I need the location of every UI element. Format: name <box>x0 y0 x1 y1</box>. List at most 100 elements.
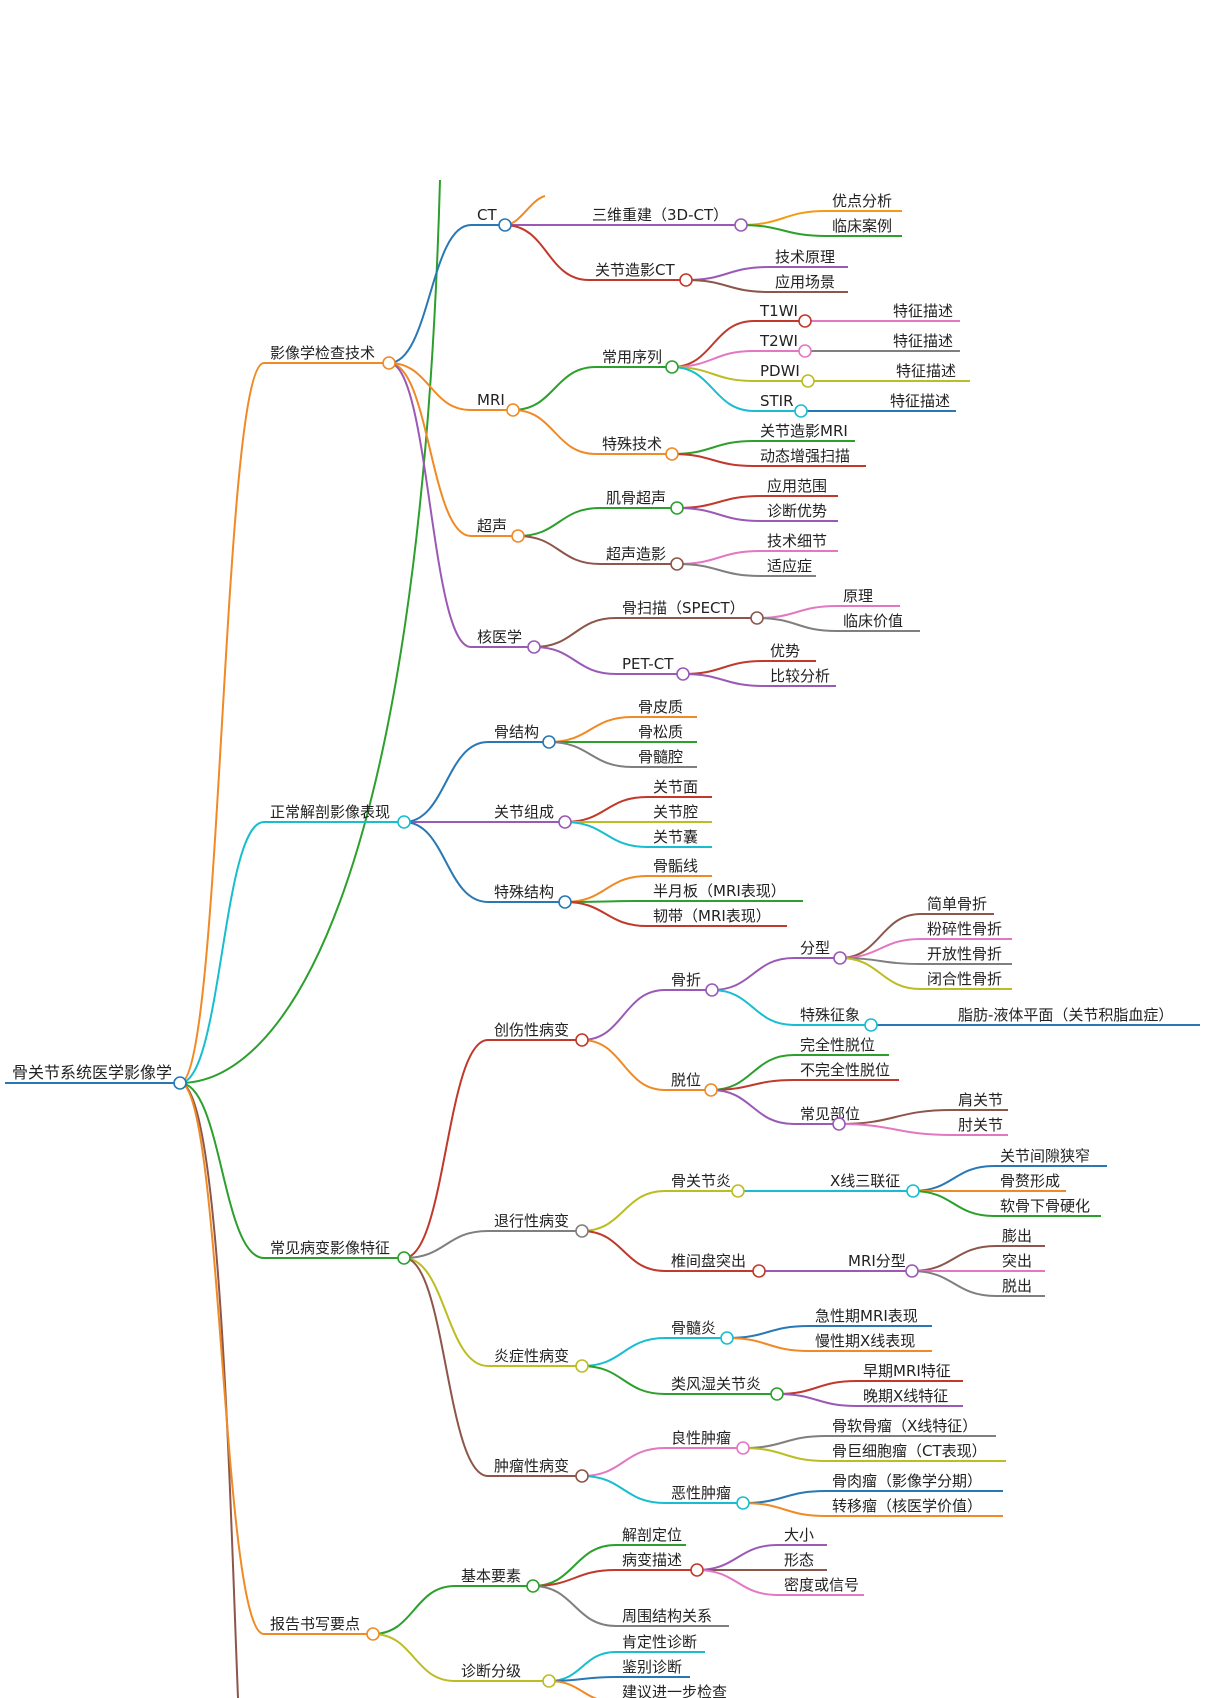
node-toggle[interactable] <box>905 1264 919 1278</box>
node-toggle[interactable] <box>542 1674 556 1688</box>
node-label-d2: 炎症性病变 <box>494 1347 569 1365</box>
edge <box>671 320 755 368</box>
node-toggle[interactable] <box>397 1251 411 1265</box>
node-label-d4: 急性期MRI表现 <box>815 1307 918 1325</box>
node-label-d4: 分型 <box>800 939 830 957</box>
edge <box>388 362 472 537</box>
node-label-d3: PET-CT <box>622 655 674 673</box>
node-toggle[interactable] <box>526 1579 540 1593</box>
edge <box>581 1365 666 1395</box>
node-label-d4: 适应症 <box>767 557 812 575</box>
node-toggle[interactable] <box>665 360 679 374</box>
edge <box>372 1633 456 1682</box>
node-label-d4: 优点分析 <box>832 192 892 210</box>
node-toggle[interactable] <box>527 640 541 654</box>
node-toggle[interactable] <box>670 557 684 571</box>
node-label-d5: 特征描述 <box>893 302 953 320</box>
node-label-d5: 突出 <box>1002 1252 1032 1270</box>
node-label-d5: 粉碎性骨折 <box>927 920 1002 938</box>
edge <box>710 1079 795 1091</box>
node-toggle[interactable] <box>690 1563 704 1577</box>
edge <box>179 362 265 1084</box>
node-toggle[interactable] <box>731 1184 745 1198</box>
node-toggle[interactable] <box>575 1224 589 1238</box>
node-toggle[interactable] <box>750 611 764 625</box>
node-label-d2: 关节组成 <box>494 803 554 821</box>
node-toggle[interactable] <box>794 404 808 418</box>
node-label-d4: 不完全性脱位 <box>800 1061 890 1079</box>
edge <box>581 989 666 1041</box>
node-toggle[interactable] <box>705 983 719 997</box>
node-label-d4: 骨软骨瘤（X线特征） <box>832 1417 977 1435</box>
node-toggle[interactable] <box>704 1083 718 1097</box>
node-toggle[interactable] <box>665 447 679 461</box>
edge <box>388 362 472 648</box>
edge <box>676 507 762 522</box>
node-toggle[interactable] <box>575 1359 589 1373</box>
node-toggle[interactable] <box>558 895 572 909</box>
node-label-d4: 骨肉瘤（影像学分期） <box>832 1472 982 1490</box>
node-toggle[interactable] <box>864 1018 878 1032</box>
node-toggle[interactable] <box>906 1184 920 1198</box>
node-label-d4: 早期MRI特征 <box>863 1362 951 1380</box>
node-toggle[interactable] <box>832 1117 846 1131</box>
edge <box>403 821 489 903</box>
edge <box>839 913 922 959</box>
node-label-d3: 脱位 <box>671 1071 701 1089</box>
node-toggle[interactable] <box>798 344 812 358</box>
node-label-d3: 类风湿关节炎 <box>671 1375 761 1393</box>
node-toggle[interactable] <box>382 356 396 370</box>
edge <box>532 1544 617 1587</box>
edge <box>564 821 648 848</box>
edge <box>676 563 762 577</box>
node-toggle[interactable] <box>734 218 748 232</box>
node-toggle[interactable] <box>752 1264 766 1278</box>
node-toggle[interactable] <box>679 273 693 287</box>
node-label-d4: 特殊征象 <box>800 1006 860 1024</box>
node-toggle[interactable] <box>736 1441 750 1455</box>
node-toggle[interactable] <box>506 403 520 417</box>
node-toggle[interactable] <box>511 529 525 543</box>
node-label-d2: 骨结构 <box>494 723 539 741</box>
node-toggle[interactable] <box>366 1627 380 1641</box>
node-label-d4: 应用范围 <box>767 477 827 495</box>
node-label-d4: 大小 <box>784 1526 814 1544</box>
node-toggle[interactable] <box>575 1033 589 1047</box>
node-toggle[interactable] <box>720 1331 734 1345</box>
node-toggle[interactable] <box>397 815 411 829</box>
node-label-d4: STIR <box>760 392 794 410</box>
edge <box>532 1569 617 1587</box>
node-toggle[interactable] <box>575 1469 589 1483</box>
node-label-d3: 常用序列 <box>602 348 662 366</box>
node-toggle[interactable] <box>676 667 690 681</box>
root-toggle[interactable] <box>173 1076 187 1090</box>
node-label-d4: 骨巨细胞瘤（CT表现） <box>832 1442 987 1460</box>
node-toggle[interactable] <box>542 735 556 749</box>
node-label-d3: 骨松质 <box>638 723 683 741</box>
node-label-d4: X线三联征 <box>830 1172 900 1190</box>
node-toggle[interactable] <box>798 314 812 328</box>
edge <box>581 1447 666 1477</box>
node-toggle[interactable] <box>770 1387 784 1401</box>
edge <box>179 1082 265 1259</box>
node-label-d2: 退行性病变 <box>494 1212 569 1230</box>
node-label-d4: T2WI <box>759 332 798 350</box>
node-toggle[interactable] <box>736 1496 750 1510</box>
edge <box>548 741 633 768</box>
node-label-d2: 诊断分级 <box>461 1662 521 1680</box>
edge <box>533 617 617 648</box>
node-toggle[interactable] <box>801 374 815 388</box>
edge <box>533 646 617 675</box>
node-toggle[interactable] <box>498 218 512 232</box>
node-label-d5: 闭合性骨折 <box>927 970 1002 988</box>
node-toggle[interactable] <box>670 501 684 515</box>
node-toggle[interactable] <box>833 951 847 965</box>
node-label-d3: 肯定性诊断 <box>622 1633 697 1651</box>
node-label-d5: 脱出 <box>1002 1277 1032 1295</box>
edge <box>403 1039 489 1259</box>
node-label-d1: 常见病变影像特征 <box>270 1239 390 1257</box>
node-label-d3: 周围结构关系 <box>622 1607 712 1625</box>
node-toggle[interactable] <box>558 815 572 829</box>
